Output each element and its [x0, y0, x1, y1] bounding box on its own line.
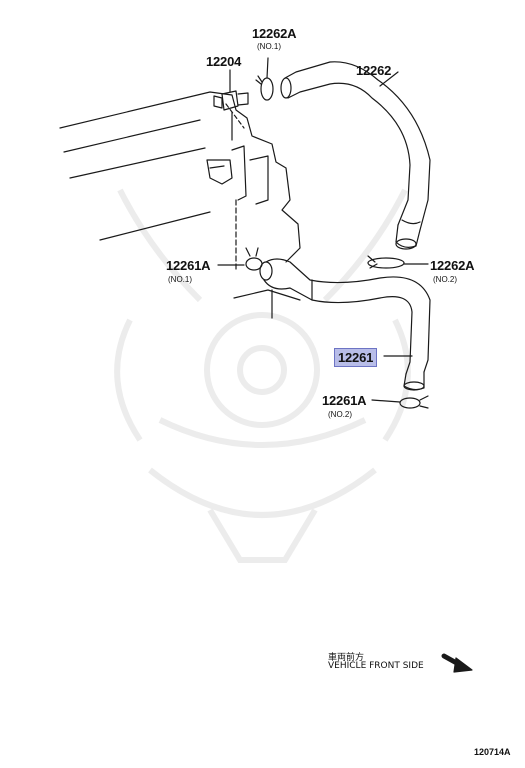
label-12204[interactable]: 12204 — [206, 54, 242, 69]
label-12261a-no1[interactable]: 12261A — [166, 258, 211, 273]
front-direction-arrow-icon — [441, 653, 473, 673]
label-12261-highlighted[interactable]: 12261 — [334, 348, 378, 367]
clamp-12262a-no1 — [255, 57, 274, 101]
engine-head-cover — [59, 91, 301, 319]
direction-label-jp: 車両前方 — [328, 653, 365, 663]
pcv-valve-12204 — [213, 69, 249, 129]
note-12262a-no2: (NO.2) — [433, 275, 457, 284]
clamp-12261a-no1 — [217, 247, 263, 271]
hose-12261 — [259, 258, 431, 391]
label-12262a-no1[interactable]: 12262A — [252, 26, 297, 41]
label-12262[interactable]: 12262 — [356, 63, 392, 78]
direction-label-en: VEHICLE FRONT SIDE — [328, 661, 424, 671]
note-12261a-no1: (NO.1) — [168, 275, 192, 284]
label-12262a-no2[interactable]: 12262A — [430, 258, 475, 273]
watermark-emblem — [114, 188, 411, 563]
hose-12262 — [280, 61, 431, 250]
note-12262a-no1: (NO.1) — [257, 42, 281, 51]
clamp-12261a-no2 — [371, 395, 429, 409]
diagram-code: 120714A — [474, 747, 511, 757]
clamp-12262a-no2 — [367, 255, 429, 269]
label-12261a-no2[interactable]: 12261A — [322, 393, 367, 408]
note-12261a-no2: (NO.2) — [328, 410, 352, 419]
